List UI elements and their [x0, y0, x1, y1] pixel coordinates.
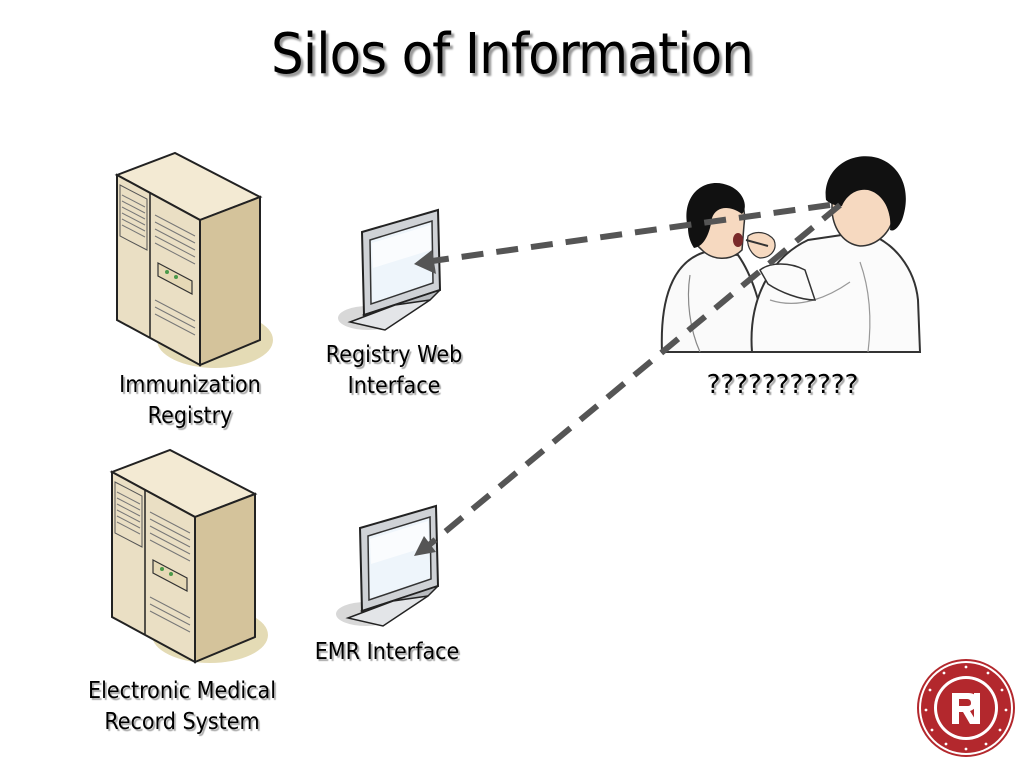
- arrow-head-registry-web: [414, 250, 436, 274]
- immunization-registry-label: Immunization Registry: [119, 372, 261, 429]
- registry-web-monitor-icon: [338, 208, 442, 331]
- emr-system-server-icon: [109, 448, 268, 664]
- emr-interface-label: EMR Interface: [314, 639, 460, 665]
- emr-monitor-icon: [336, 504, 440, 627]
- slide-title: Silos of Information: [271, 22, 754, 87]
- data-flow-arrows: [414, 202, 842, 556]
- emr-system-label: Electronic Medical Record System: [88, 678, 276, 735]
- arrow-to-emr-interface: [419, 202, 842, 554]
- regenstrief-institute-logo: [917, 659, 1015, 757]
- clinician-unknown-label: ???????????: [706, 370, 859, 400]
- immunization-registry-server-icon: [114, 151, 273, 368]
- arrow-head-emr-interface: [414, 536, 436, 556]
- registry-web-interface-label: Registry Web Interface: [325, 342, 463, 399]
